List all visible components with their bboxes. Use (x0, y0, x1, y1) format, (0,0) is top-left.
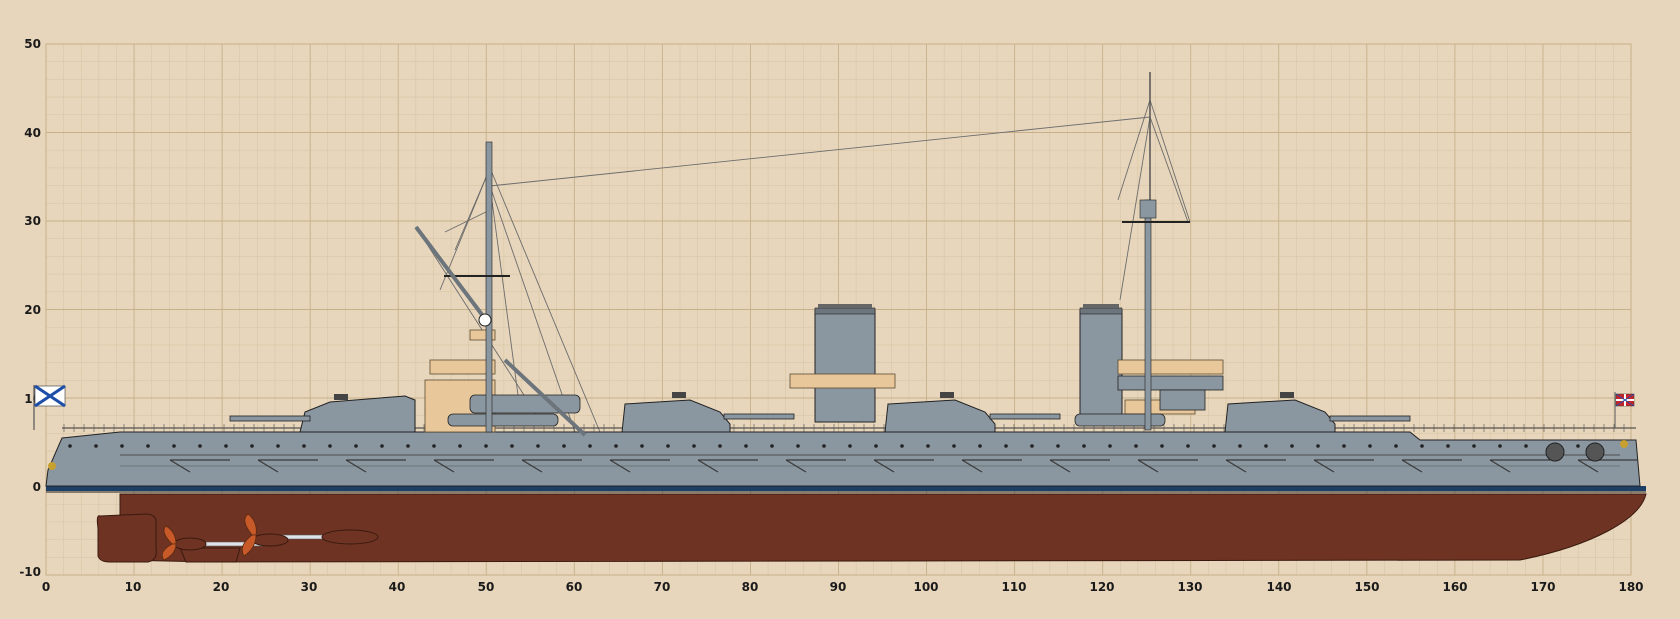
funnel-1 (789, 304, 896, 423)
anchor-icon (1545, 442, 1605, 462)
x-tick-170: 170 (1530, 580, 1555, 594)
aft-superstructure (1074, 359, 1224, 427)
funnel-2 (1079, 304, 1123, 423)
x-tick-50: 50 (478, 580, 495, 594)
y-tick-50: 50 (24, 37, 41, 51)
x-tick-90: 90 (830, 580, 847, 594)
st-andrew-ensign-icon (33, 384, 66, 430)
fore-mast (485, 141, 493, 433)
hull-armor-lines (169, 459, 1638, 473)
x-tick-20: 20 (213, 580, 230, 594)
propeller-shafts (173, 529, 379, 551)
rudder (96, 513, 157, 563)
y-axis-ticks: 50 40 30 20 10 0 -10 (19, 37, 41, 579)
turret-4 (1224, 392, 1411, 433)
shaft-skeg (179, 547, 241, 563)
x-tick-140: 140 (1266, 580, 1291, 594)
y-tick-0: 0 (33, 480, 41, 494)
waterline (46, 486, 1646, 491)
x-tick-160: 160 (1442, 580, 1467, 594)
x-tick-100: 100 (913, 580, 938, 594)
underwater-hull (119, 493, 1647, 563)
x-tick-110: 110 (1001, 580, 1026, 594)
y-tick-minus-10: -10 (19, 565, 41, 579)
turret-1 (229, 394, 416, 433)
x-tick-70: 70 (654, 580, 671, 594)
x-tick-30: 30 (301, 580, 318, 594)
x-tick-120: 120 (1089, 580, 1114, 594)
x-tick-60: 60 (566, 580, 583, 594)
turret-2 (621, 392, 795, 433)
x-tick-0: 0 (42, 580, 50, 594)
propeller-icon (161, 513, 257, 561)
x-tick-80: 80 (742, 580, 759, 594)
jack-flag-icon (1614, 392, 1635, 428)
aft-mast (1144, 199, 1152, 431)
main-hull (45, 431, 1641, 487)
fore-superstructure (424, 329, 581, 433)
y-tick-20: 20 (24, 303, 41, 317)
x-tick-130: 130 (1177, 580, 1202, 594)
x-tick-40: 40 (389, 580, 406, 594)
x-tick-150: 150 (1354, 580, 1379, 594)
portholes (68, 444, 1580, 448)
x-axis-ticks: 0 10 20 30 40 50 60 70 80 90 100 110 120… (42, 580, 1644, 594)
y-tick-40: 40 (24, 126, 41, 140)
bow-ornament-icon (48, 440, 1628, 470)
x-tick-10: 10 (125, 580, 142, 594)
turret-3 (884, 392, 1061, 433)
y-tick-30: 30 (24, 214, 41, 228)
x-tick-180: 180 (1618, 580, 1643, 594)
